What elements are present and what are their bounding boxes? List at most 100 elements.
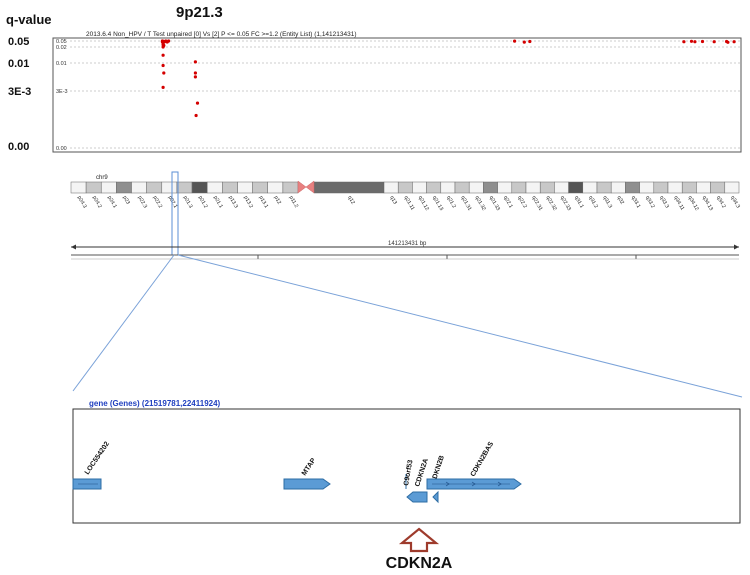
cytoband <box>568 181 584 194</box>
cytoband <box>610 181 626 194</box>
cytoband <box>667 181 683 194</box>
q-value-axis-label: q-value <box>6 12 52 27</box>
cytoband-label: q31.2 <box>587 195 599 209</box>
y-tick-label-inner: 0.05 <box>56 39 67 45</box>
cytoband-label: p24.3 <box>76 195 88 209</box>
gene-arrow <box>283 478 331 490</box>
cytoband-label: q32 <box>616 195 626 206</box>
strand-chevron <box>471 481 476 487</box>
cytoband <box>724 181 740 194</box>
cytoband <box>206 181 223 194</box>
data-point <box>161 45 165 49</box>
cytoband-label: p22.3 <box>136 195 148 209</box>
cytoband-label: q33.3 <box>658 195 670 209</box>
centromere-q-arm <box>305 180 315 194</box>
data-point <box>161 63 165 68</box>
cytoband <box>161 181 178 194</box>
cytoband <box>525 181 541 194</box>
gene-track-frame <box>72 408 741 524</box>
cytoband <box>681 181 697 194</box>
y-tick-label-inner: 0.02 <box>56 45 67 51</box>
data-point <box>195 101 200 105</box>
cytoband-label: q22.31 <box>530 195 543 212</box>
cytoband <box>653 181 669 194</box>
chromosome-label: chr9 <box>96 175 108 181</box>
y-tick-label-inner: 3E-3 <box>56 89 68 95</box>
up-arrow-icon <box>398 527 440 553</box>
cytoband <box>582 181 598 194</box>
zoom-line-left <box>72 254 175 392</box>
cytoband-label: q21.11 <box>403 195 416 212</box>
cytoband-label: q21.13 <box>431 195 444 212</box>
y-tick-label-inner: 0.01 <box>56 61 67 67</box>
cytoband <box>222 181 238 194</box>
data-point <box>193 60 197 64</box>
length-ruler: 141213431 bp <box>71 241 739 260</box>
cytoband <box>554 181 569 194</box>
cytoband-label: p11.2 <box>288 195 300 209</box>
cytoband-label: p24.1 <box>106 195 118 209</box>
gene-label: C9orf53 <box>403 459 414 486</box>
cytoband <box>497 181 513 194</box>
cytoband-label: q22.1 <box>502 195 514 209</box>
y-tick-label: 3E-3 <box>8 86 31 98</box>
zoom-line-right <box>177 254 743 398</box>
cytoband <box>282 181 299 194</box>
plot-frame <box>52 37 742 153</box>
cytoband-label: q34.13 <box>701 195 714 212</box>
cytoband <box>70 181 87 194</box>
cytoband-label: q34.11 <box>672 195 685 212</box>
cytoband <box>267 181 284 194</box>
callout-label: CDKN2A <box>386 555 453 572</box>
plot-title: 2013.6.4 Non_HPV / T Test unpaired [0] V… <box>86 31 357 38</box>
data-point <box>528 39 532 44</box>
cytoband <box>440 181 456 194</box>
cytoband <box>412 181 427 194</box>
cytoband <box>397 181 413 194</box>
gene-track: gene (Genes) (21519781,22411924) LOC5542… <box>72 399 741 524</box>
gene-arrow <box>406 491 428 503</box>
cytoband <box>539 181 555 194</box>
gene-C9orf53[interactable]: C9orf53 <box>403 459 415 489</box>
cytoband-label: q31.3 <box>601 195 613 209</box>
cytoband <box>454 181 470 194</box>
gene-track-header: gene (Genes) (21519781,22411924) <box>89 399 221 408</box>
cytoband <box>696 181 711 194</box>
cytoband-label: q21.32 <box>474 195 487 212</box>
data-point <box>693 40 697 44</box>
cytoband-label: q21.12 <box>417 195 430 212</box>
data-point <box>682 40 686 44</box>
cytoband <box>639 181 655 194</box>
cytoband-label: q22.33 <box>559 195 572 212</box>
cytoband <box>313 181 385 194</box>
cytoband-label: p22.1 <box>167 195 179 209</box>
cytoband-label: p21.1 <box>212 195 224 209</box>
cytoband <box>511 181 527 194</box>
cytoband-label: p21.2 <box>197 195 209 209</box>
ruler-arrow-left <box>71 244 76 250</box>
cytoband-label: p21.3 <box>182 195 194 209</box>
cytoband-label: q12 <box>346 195 356 206</box>
data-point <box>689 39 694 43</box>
cytoband <box>237 181 253 194</box>
cytoband <box>116 181 132 194</box>
data-point <box>193 75 197 79</box>
cytoband-track <box>70 181 740 194</box>
zoom-connectors <box>72 254 743 398</box>
cytoband-label: q21.31 <box>459 195 472 212</box>
cytoband-label: p13.1 <box>257 195 269 209</box>
y-tick-label: 0.00 <box>8 141 29 153</box>
data-point <box>161 53 165 57</box>
cytoband-label: q13 <box>388 195 398 206</box>
strand-chevron <box>445 481 450 487</box>
data-point <box>162 71 166 75</box>
cytoband-label: q33.2 <box>644 195 656 209</box>
cytoband <box>710 181 726 194</box>
data-point <box>194 113 198 118</box>
cytoband-label: p24.2 <box>91 195 103 209</box>
cytoband-label: q22.32 <box>545 195 558 212</box>
cytoband <box>625 181 640 194</box>
